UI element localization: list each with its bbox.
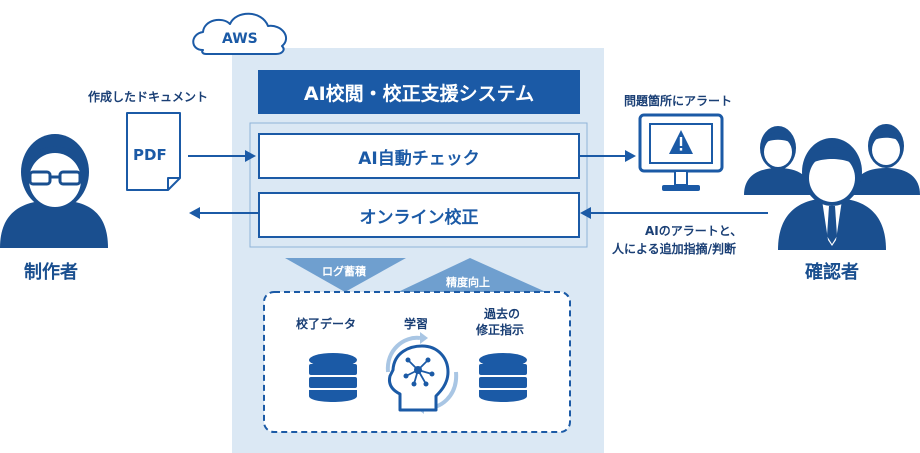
past-instructions-label-2: 修正指示 (476, 323, 525, 337)
alert-caption: 問題箇所にアラート (624, 94, 733, 108)
database-icon-1 (309, 353, 357, 402)
final-data-label: 校了データ (296, 317, 357, 331)
accuracy-improvement-arrow (398, 258, 546, 292)
online-proofreading-box: オンライン校正 (258, 192, 580, 238)
feedback-line-2: 人による追加指摘/判断 (612, 242, 737, 256)
database-icon-2 (479, 353, 527, 402)
system-inner-frame (249, 122, 588, 248)
reviewer-name: 確認者 (805, 262, 859, 283)
log-accumulation-arrow (285, 258, 406, 292)
ai-head-icon (388, 344, 450, 412)
arrow-pdf-to-check (188, 150, 256, 162)
pdf-document-icon (126, 112, 181, 191)
monitor-warning-icon (638, 113, 724, 191)
document-caption: 作成したドキュメント (88, 90, 209, 104)
creator-person-icon (0, 134, 108, 248)
system-title: AI校閲・校正支援システム (258, 70, 580, 114)
creator-name: 制作者 (24, 262, 78, 283)
log-accumulation-label: ログ蓄積 (322, 265, 366, 278)
cloud-label: AWS (222, 31, 258, 47)
feedback-line-1: AIのアラートと、 (645, 224, 743, 238)
accuracy-improvement-label: 精度向上 (446, 276, 490, 289)
arrow-reviewer-to-online (580, 207, 768, 219)
ai-auto-check-box: AI自動チェック (258, 133, 580, 179)
arrow-online-to-creator (189, 207, 258, 219)
cloud-icon (192, 12, 287, 55)
learning-label: 学習 (404, 317, 429, 331)
arrow-check-to-alert (580, 150, 636, 162)
past-instructions-label-1: 過去の (484, 307, 521, 321)
pdf-label: PDF (133, 146, 167, 164)
reviewer-group-icon (744, 124, 920, 250)
